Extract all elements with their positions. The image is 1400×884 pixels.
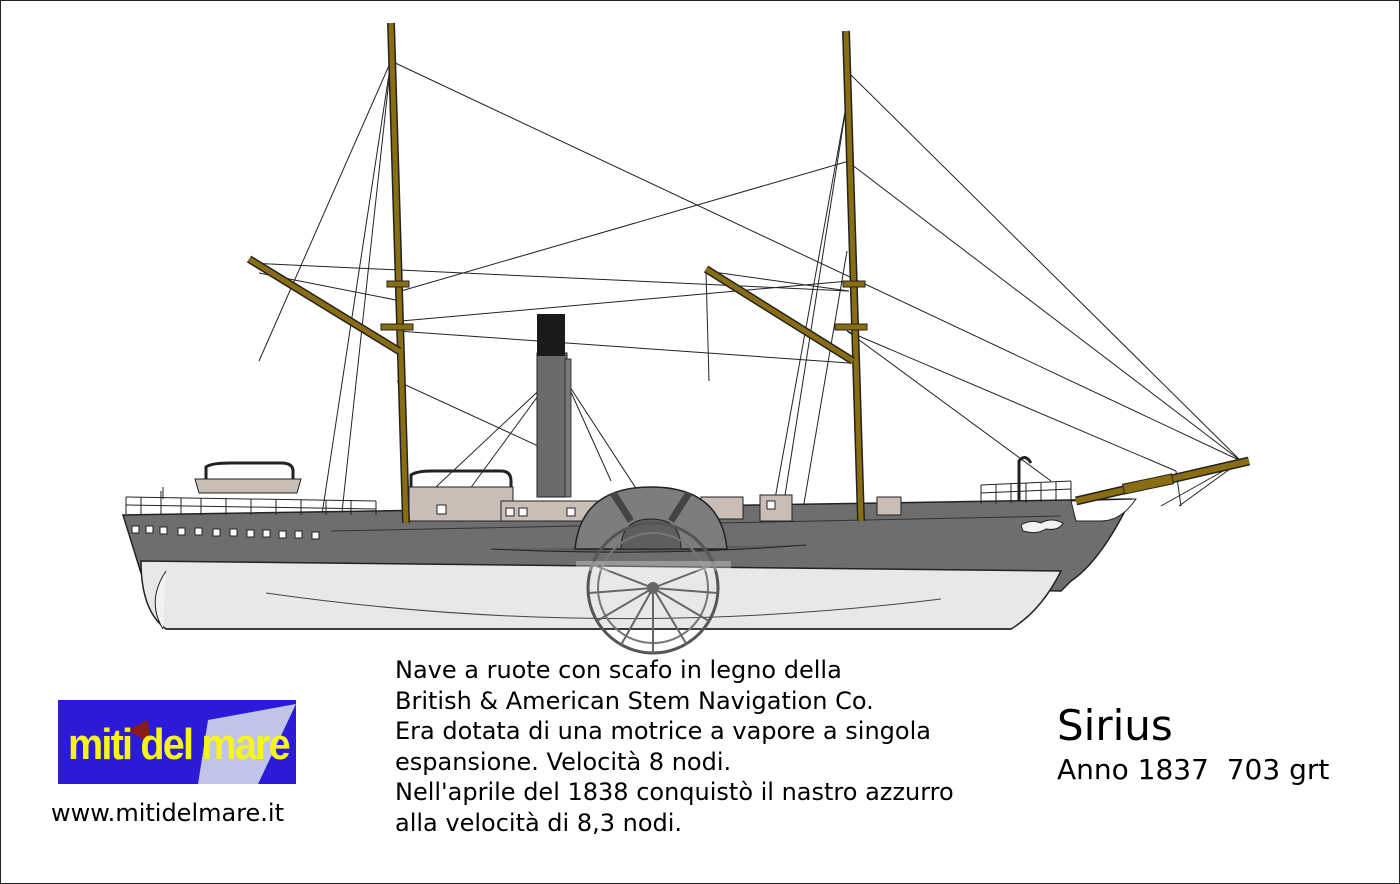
paddle-wheel <box>574 486 731 655</box>
logo-sail-icon <box>128 704 296 784</box>
deckhouse-aft <box>408 486 514 522</box>
description-line: Nell'aprile del 1838 conquistò il nastro… <box>395 778 954 806</box>
description-line: British & American Stem Navigation Co. <box>395 686 874 715</box>
ship-description: Nave a ruote con scafo in legno della Br… <box>395 655 1015 838</box>
portholes <box>131 525 320 540</box>
description-line: Nave a ruote con scafo in legno della <box>395 656 842 684</box>
lifeboat-aft <box>194 478 302 494</box>
logo-miti-del-mare: miti del mare <box>58 700 296 784</box>
funnel-top <box>537 314 565 356</box>
description-line: Era dotata di una motrice a vapore a sin… <box>395 717 931 745</box>
ship-year-tonnage: Anno 1837 703 grt <box>1057 753 1330 786</box>
description-line: espansione. Velocità 8 nodi. <box>395 747 732 776</box>
ship-illustration <box>121 22 1251 655</box>
website-link[interactable]: www.mitidelmare.it <box>51 799 285 827</box>
ship-name: Sirius <box>1057 701 1173 750</box>
description-line: alla velocità di 8,3 nodi. <box>395 808 683 837</box>
logo-text: miti del mare <box>68 720 291 769</box>
railings <box>125 480 1072 515</box>
funnel <box>536 352 568 498</box>
rigging-lines <box>248 60 1242 522</box>
